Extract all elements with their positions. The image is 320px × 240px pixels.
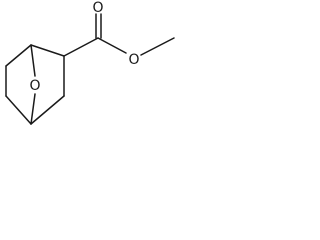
- bond-bridge-top-oxygen: [30, 44, 36, 77]
- carbonyl-oxygen-label: O: [92, 0, 103, 16]
- ring-bonds: [5, 44, 65, 125]
- bond-bridge-oxygen-bottom: [30, 93, 36, 125]
- bond-bridgehead-top-left: [5, 44, 32, 67]
- ester-bonds: [63, 13, 175, 57]
- methyl-7-oxabicycloheptane-carboxylate-structure: O O O: [5, 0, 175, 125]
- bridge-oxygen-label: O: [29, 78, 40, 94]
- bond-top-right: [30, 44, 65, 57]
- bond-carbonyl-to-ester-oxygen: [97, 37, 127, 54]
- bond-left-bottom: [5, 95, 32, 125]
- bond-ring-to-carbonyl-carbon: [63, 37, 99, 57]
- structure-diagram: O O O: [0, 0, 182, 134]
- ester-oxygen-label: O: [128, 52, 139, 68]
- bond-ester-oxygen-to-methyl: [140, 37, 175, 56]
- bond-right-bottom: [30, 95, 65, 125]
